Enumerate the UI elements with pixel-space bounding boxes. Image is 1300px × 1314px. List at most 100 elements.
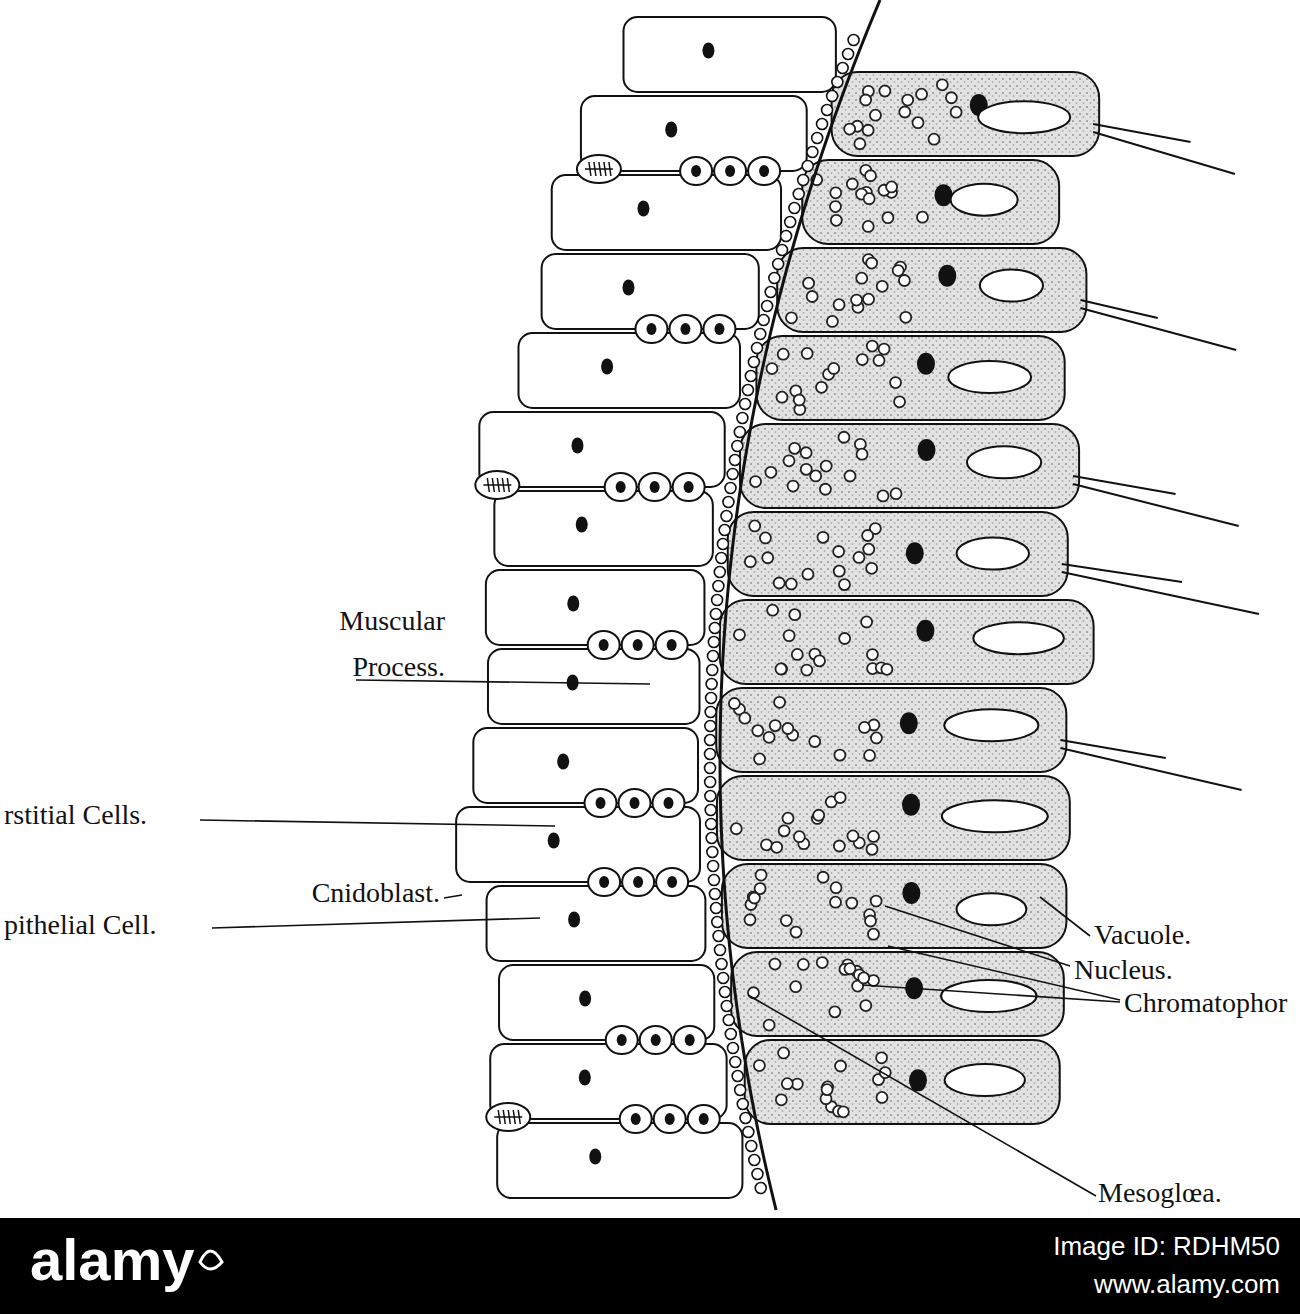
muscular-process bbox=[712, 917, 723, 928]
epithelial-cell bbox=[487, 886, 706, 961]
muscular-process bbox=[708, 637, 719, 648]
muscular-process bbox=[725, 483, 736, 494]
part-label: Nucleus. bbox=[1074, 955, 1173, 986]
part-label: rstitial Cells. bbox=[4, 800, 147, 831]
endoderm-cell bbox=[716, 688, 1241, 790]
watermark-url: www.alamy.com bbox=[1000, 1270, 1280, 1299]
muscular-process bbox=[807, 147, 818, 158]
interstitial-cell bbox=[669, 315, 701, 343]
muscular-process bbox=[812, 133, 823, 144]
muscular-process bbox=[718, 973, 729, 984]
epithelial-cell bbox=[494, 491, 712, 566]
muscular-process bbox=[727, 469, 738, 480]
mesogloea-line bbox=[720, 0, 880, 1210]
muscular-process bbox=[705, 707, 716, 718]
part-label: Vacuole. bbox=[1094, 920, 1191, 951]
muscular-process bbox=[713, 931, 724, 942]
muscular-process bbox=[765, 287, 776, 298]
muscular-process bbox=[777, 245, 788, 256]
image-id: Image ID: RDHM50 bbox=[1000, 1232, 1280, 1261]
part-label: Muscular Process. bbox=[250, 598, 445, 690]
muscular-process bbox=[716, 553, 727, 564]
interstitial-cell bbox=[640, 1026, 672, 1054]
muscular-process bbox=[740, 399, 751, 410]
endoderm-cell bbox=[756, 336, 1064, 420]
muscular-process bbox=[721, 511, 732, 522]
part-label: Cnidoblast. bbox=[300, 878, 440, 909]
part-label: pithelial Cell. bbox=[4, 910, 156, 941]
watermark-bar bbox=[0, 1218, 1300, 1314]
muscular-process bbox=[714, 567, 725, 578]
muscular-process bbox=[716, 959, 727, 970]
endoderm-cell bbox=[802, 160, 1059, 244]
endoderm-cell bbox=[722, 864, 1067, 948]
muscular-process bbox=[752, 343, 763, 354]
muscular-process bbox=[734, 427, 745, 438]
cnidoblast bbox=[475, 471, 519, 499]
interstitial-cell bbox=[619, 789, 651, 817]
muscular-process bbox=[848, 35, 859, 46]
endoderm-cell bbox=[745, 1040, 1060, 1124]
epithelial-cell bbox=[623, 17, 835, 92]
muscular-process bbox=[827, 91, 838, 102]
muscular-process bbox=[789, 203, 800, 214]
muscular-process bbox=[793, 189, 804, 200]
muscular-process bbox=[769, 273, 780, 284]
muscular-process bbox=[745, 371, 756, 382]
muscular-process bbox=[705, 721, 716, 732]
endoderm-cell bbox=[731, 952, 1064, 1036]
interstitial-cell bbox=[654, 1105, 686, 1133]
interstitial-cell bbox=[622, 631, 654, 659]
muscular-process bbox=[755, 329, 766, 340]
muscular-process bbox=[710, 609, 721, 620]
muscular-process bbox=[705, 791, 716, 802]
leader-lines bbox=[200, 680, 1120, 1196]
muscular-process bbox=[837, 63, 848, 74]
interstitial-cell bbox=[585, 789, 617, 817]
endoderm-cell bbox=[720, 600, 1094, 684]
muscular-process bbox=[748, 357, 759, 368]
epithelial-cell bbox=[552, 175, 781, 250]
interstitial-cell bbox=[653, 789, 685, 817]
muscular-process bbox=[758, 315, 769, 326]
muscular-process bbox=[737, 1099, 748, 1110]
interstitial-cell bbox=[635, 315, 667, 343]
muscular-process bbox=[707, 847, 718, 858]
muscular-process bbox=[802, 161, 813, 172]
muscular-process bbox=[732, 1071, 743, 1082]
cnidoblast bbox=[486, 1103, 530, 1131]
muscular-process bbox=[717, 539, 728, 550]
logo-mark bbox=[200, 1251, 222, 1269]
muscular-process bbox=[735, 1085, 746, 1096]
interstitial-cell bbox=[656, 868, 688, 896]
epithelial-cell bbox=[518, 333, 740, 408]
muscular-process bbox=[706, 819, 717, 830]
muscular-process bbox=[843, 49, 854, 60]
muscular-process bbox=[781, 231, 792, 242]
muscular-process bbox=[711, 903, 722, 914]
endoderm-cell bbox=[728, 512, 1259, 614]
muscular-process bbox=[749, 1155, 760, 1166]
muscular-process bbox=[740, 1113, 751, 1124]
interstitial-cell bbox=[606, 1026, 638, 1054]
interstitial-cell bbox=[714, 157, 746, 185]
endoderm-cell bbox=[777, 248, 1236, 350]
muscular-process bbox=[709, 889, 720, 900]
muscular-process bbox=[743, 1127, 754, 1138]
muscular-process bbox=[706, 693, 717, 704]
muscular-process bbox=[832, 77, 843, 88]
ectoderm-cells bbox=[456, 17, 859, 1198]
muscular-process bbox=[752, 1169, 763, 1180]
muscular-process bbox=[822, 105, 833, 116]
muscular-process bbox=[732, 441, 743, 452]
interstitial-cell bbox=[703, 315, 735, 343]
muscular-process bbox=[729, 455, 740, 466]
interstitial-cell bbox=[588, 631, 620, 659]
interstitial-cell bbox=[588, 868, 620, 896]
interstitial-cell bbox=[620, 1105, 652, 1133]
epithelial-cell bbox=[497, 1123, 742, 1198]
endoderm-cell bbox=[717, 776, 1070, 860]
muscular-process bbox=[746, 1141, 757, 1152]
